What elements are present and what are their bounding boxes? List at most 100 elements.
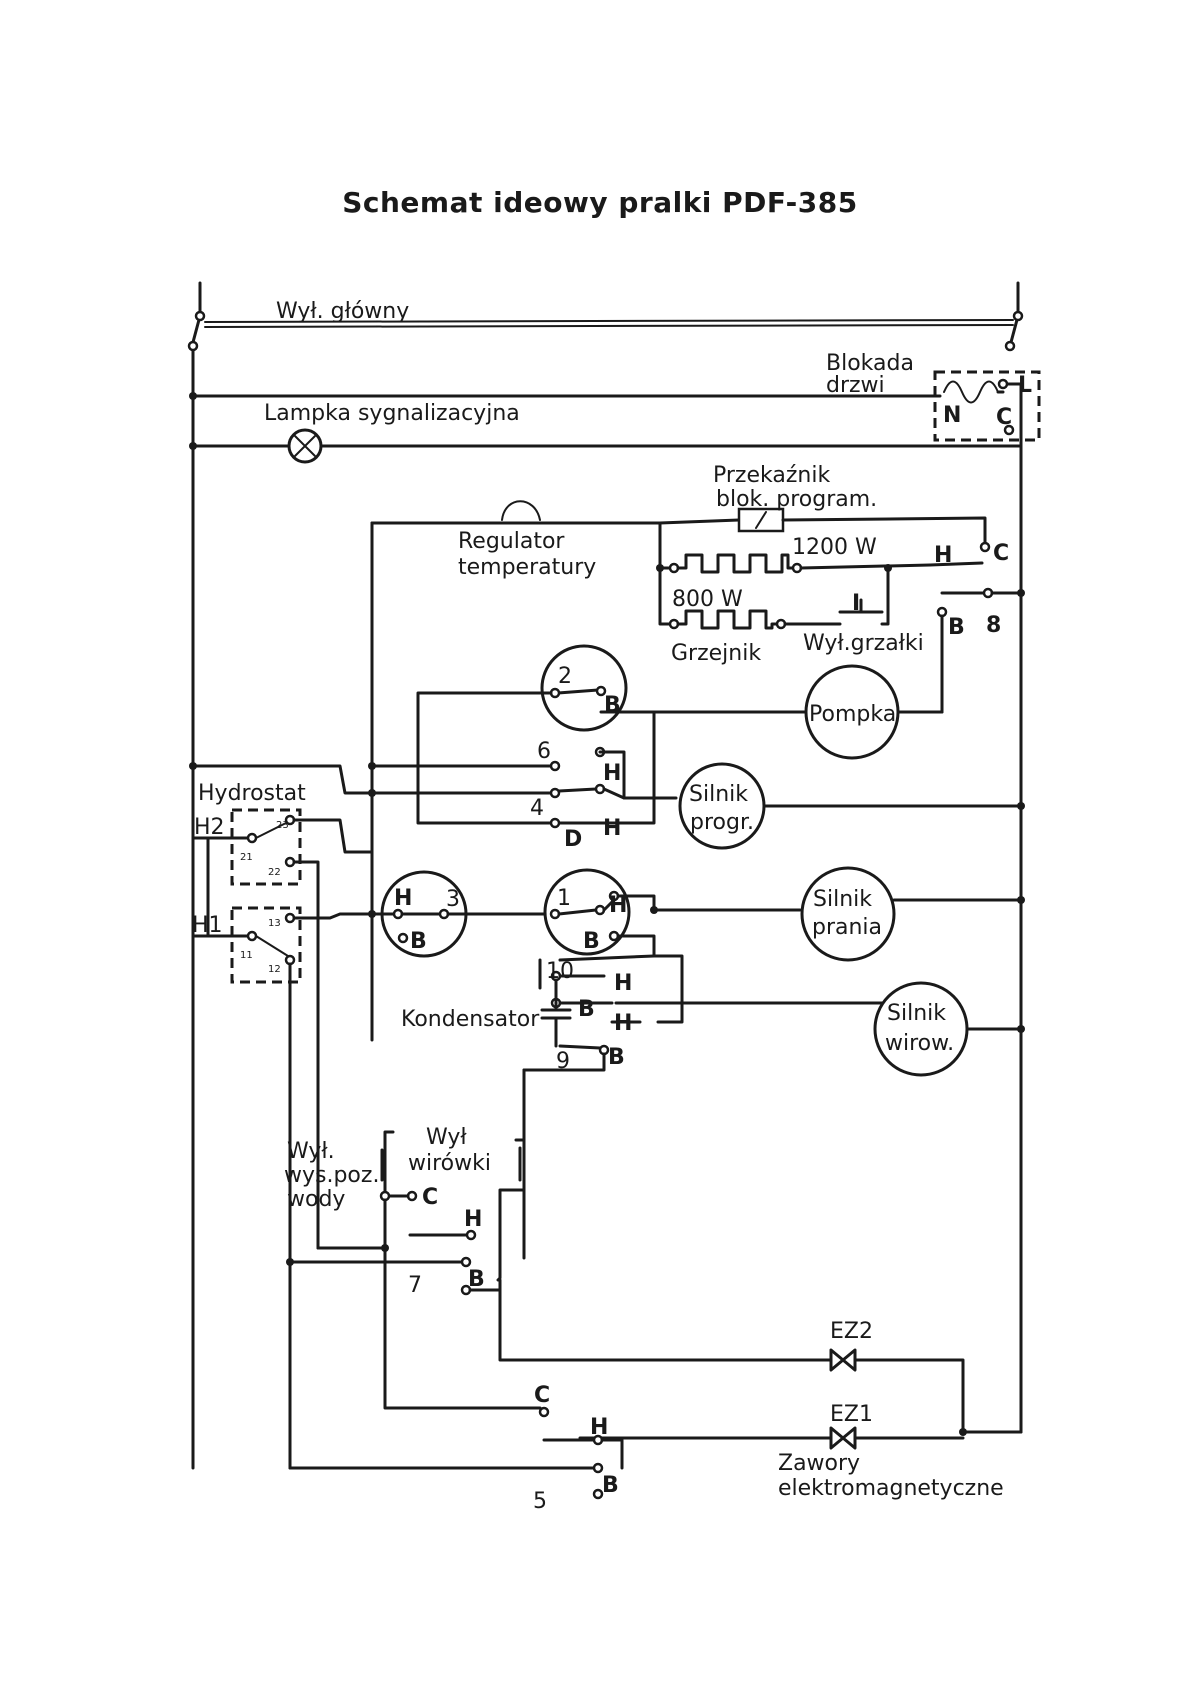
level-switch-label-1: Wył.: [287, 1139, 335, 1164]
contact-4: 4 D H: [370, 783, 678, 852]
cam-2-b: B: [604, 693, 621, 718]
level-switch: Wył. wys.poz. wody C: [284, 1130, 542, 1410]
hydrostat-label: Hydrostat: [198, 781, 306, 806]
level-switch-label-2: wys.poz.: [284, 1163, 379, 1188]
right-rail: [1008, 281, 1023, 1434]
valve-ez2: EZ2: [498, 1288, 965, 1434]
motor-prog-label-1: Silnik: [689, 782, 748, 807]
contact-6-h: H: [603, 761, 621, 786]
contact-5-number: 5: [533, 1489, 547, 1514]
heater-h-label: H: [934, 543, 952, 568]
heater-switch-t: I: [852, 591, 860, 616]
heater-switch-label: Wył.grzałki: [803, 631, 924, 656]
contact-5-h: H: [590, 1415, 608, 1440]
motor-wash-label-2: prania: [812, 915, 882, 940]
heater-800w: 800 W Grzejnik Wył.grzałki I: [658, 566, 924, 666]
contact-4-number: 4: [530, 796, 544, 821]
capacitor-label: Kondensator: [401, 1007, 540, 1032]
contact-10-h: H: [614, 971, 632, 996]
valve-ez2-label: EZ2: [830, 1319, 873, 1344]
hydrostat-21: 21: [240, 852, 253, 863]
capacitor-block: Kondensator 10 H B H 9 B: [401, 954, 902, 1260]
door-lock-label-1: Blokada: [826, 351, 914, 376]
hydrostat: Hydrostat H2 H1 23 21 22 13 11 12: [191, 781, 374, 1470]
thermostat-label-2: temperatury: [458, 555, 596, 580]
contact-8-number: 8: [986, 613, 1001, 638]
signal-lamp: Lampka sygnalizacyjna: [191, 401, 1023, 464]
contact-7: H 7 B: [288, 1207, 502, 1298]
contact-5-c: C: [534, 1383, 550, 1408]
main-switch-label: Wył. główny: [276, 299, 409, 324]
cam-1-number: 1: [557, 886, 571, 911]
motor-wash: Silnik prania: [800, 866, 1023, 962]
cam-1-h: H: [609, 893, 627, 918]
contact-6-number: 6: [537, 739, 551, 764]
spin-switch-label-2: wirówki: [408, 1151, 491, 1176]
contact-9-b: B: [608, 1045, 625, 1070]
thermostat-label-1: Regulator: [458, 529, 565, 554]
motor-spin: Silnik wirow.: [873, 981, 1023, 1077]
relay-label-1: Przekaźnik: [713, 463, 830, 488]
motor-spin-label-2: wirow.: [885, 1031, 954, 1056]
relay-block: Przekaźnik blok. program. Regulator temp…: [370, 463, 1009, 1042]
motor-program: Silnik progr.: [678, 762, 1023, 850]
motor-wash-label-1: Silnik: [813, 887, 872, 912]
contact-4-d: D: [564, 827, 582, 852]
cam-3-h: H: [394, 886, 412, 911]
relay-c-label: C: [993, 541, 1009, 566]
cam-3-b: B: [410, 929, 427, 954]
junctions: [189, 392, 1025, 1436]
hydrostat-11: 11: [240, 950, 253, 961]
left-rail: [190, 281, 202, 1470]
contact-5-b: B: [602, 1473, 619, 1498]
valves-label-2: elektromagnetyczne: [778, 1476, 1004, 1501]
cam-switch-3: H 3 B: [370, 870, 554, 958]
cam-3-number: 3: [446, 887, 460, 912]
level-switch-label-3: wody: [287, 1187, 345, 1212]
hydrostat-13: 13: [268, 918, 281, 929]
pump: Pompka: [804, 664, 944, 760]
contact-7-b: B: [468, 1267, 485, 1292]
hydrostat-h1-label: H1: [192, 913, 223, 938]
heater-1200w-label: 1200 W: [792, 535, 877, 560]
relay-label-2: blok. program.: [716, 487, 877, 512]
contact-6: 6 H: [191, 739, 626, 800]
heater-label: Grzejnik: [671, 641, 761, 666]
contact-5: C H 5 B: [288, 1383, 624, 1514]
pump-label: Pompka: [809, 702, 896, 727]
page-title: Schemat ideowy pralki PDF-385: [342, 186, 858, 219]
main-switch: Wył. główny: [187, 299, 1024, 352]
valve-ez1-label: EZ1: [830, 1402, 873, 1427]
hydrostat-h2-label: H2: [194, 815, 225, 840]
hydrostat-12: 12: [268, 964, 281, 975]
door-lock-c: C: [996, 405, 1012, 430]
contact-7-number: 7: [408, 1273, 422, 1298]
door-lock-label-2: drzwi: [826, 373, 885, 398]
heater-800w-label: 800 W: [672, 587, 743, 612]
door-lock-n: N: [943, 403, 961, 428]
door-lock: Blokada drzwi N C L: [191, 351, 1041, 452]
door-lock-l: L: [1018, 373, 1032, 398]
cam-switch-1: 1 H B: [543, 868, 802, 958]
contact-9-h: H: [614, 1011, 632, 1036]
hydrostat-23: 23: [276, 820, 289, 831]
cam-1-b: B: [583, 929, 600, 954]
level-switch-c: C: [422, 1185, 438, 1210]
contact-8-b: B: [948, 615, 965, 640]
contact-9-number: 9: [556, 1049, 570, 1074]
signal-lamp-label: Lampka sygnalizacyjna: [264, 401, 520, 426]
cam-2-number: 2: [558, 664, 572, 689]
spin-switch: Wył wirówki: [408, 1068, 526, 1282]
heater-1200w: 1200 W H: [658, 535, 984, 574]
valves-label-1: Zawory: [778, 1451, 860, 1476]
contact-7-h: H: [464, 1207, 482, 1232]
contact-4-h: H: [603, 816, 621, 841]
motor-spin-label-1: Silnik: [887, 1001, 946, 1026]
valve-ez1: EZ1 Zawory elektromagnetyczne: [578, 1402, 1023, 1501]
hydrostat-22: 22: [268, 867, 281, 878]
cam-switch-2: 2 B: [416, 644, 807, 825]
spin-switch-label-1: Wył: [426, 1125, 467, 1150]
contact-10-number: 10: [546, 959, 574, 984]
